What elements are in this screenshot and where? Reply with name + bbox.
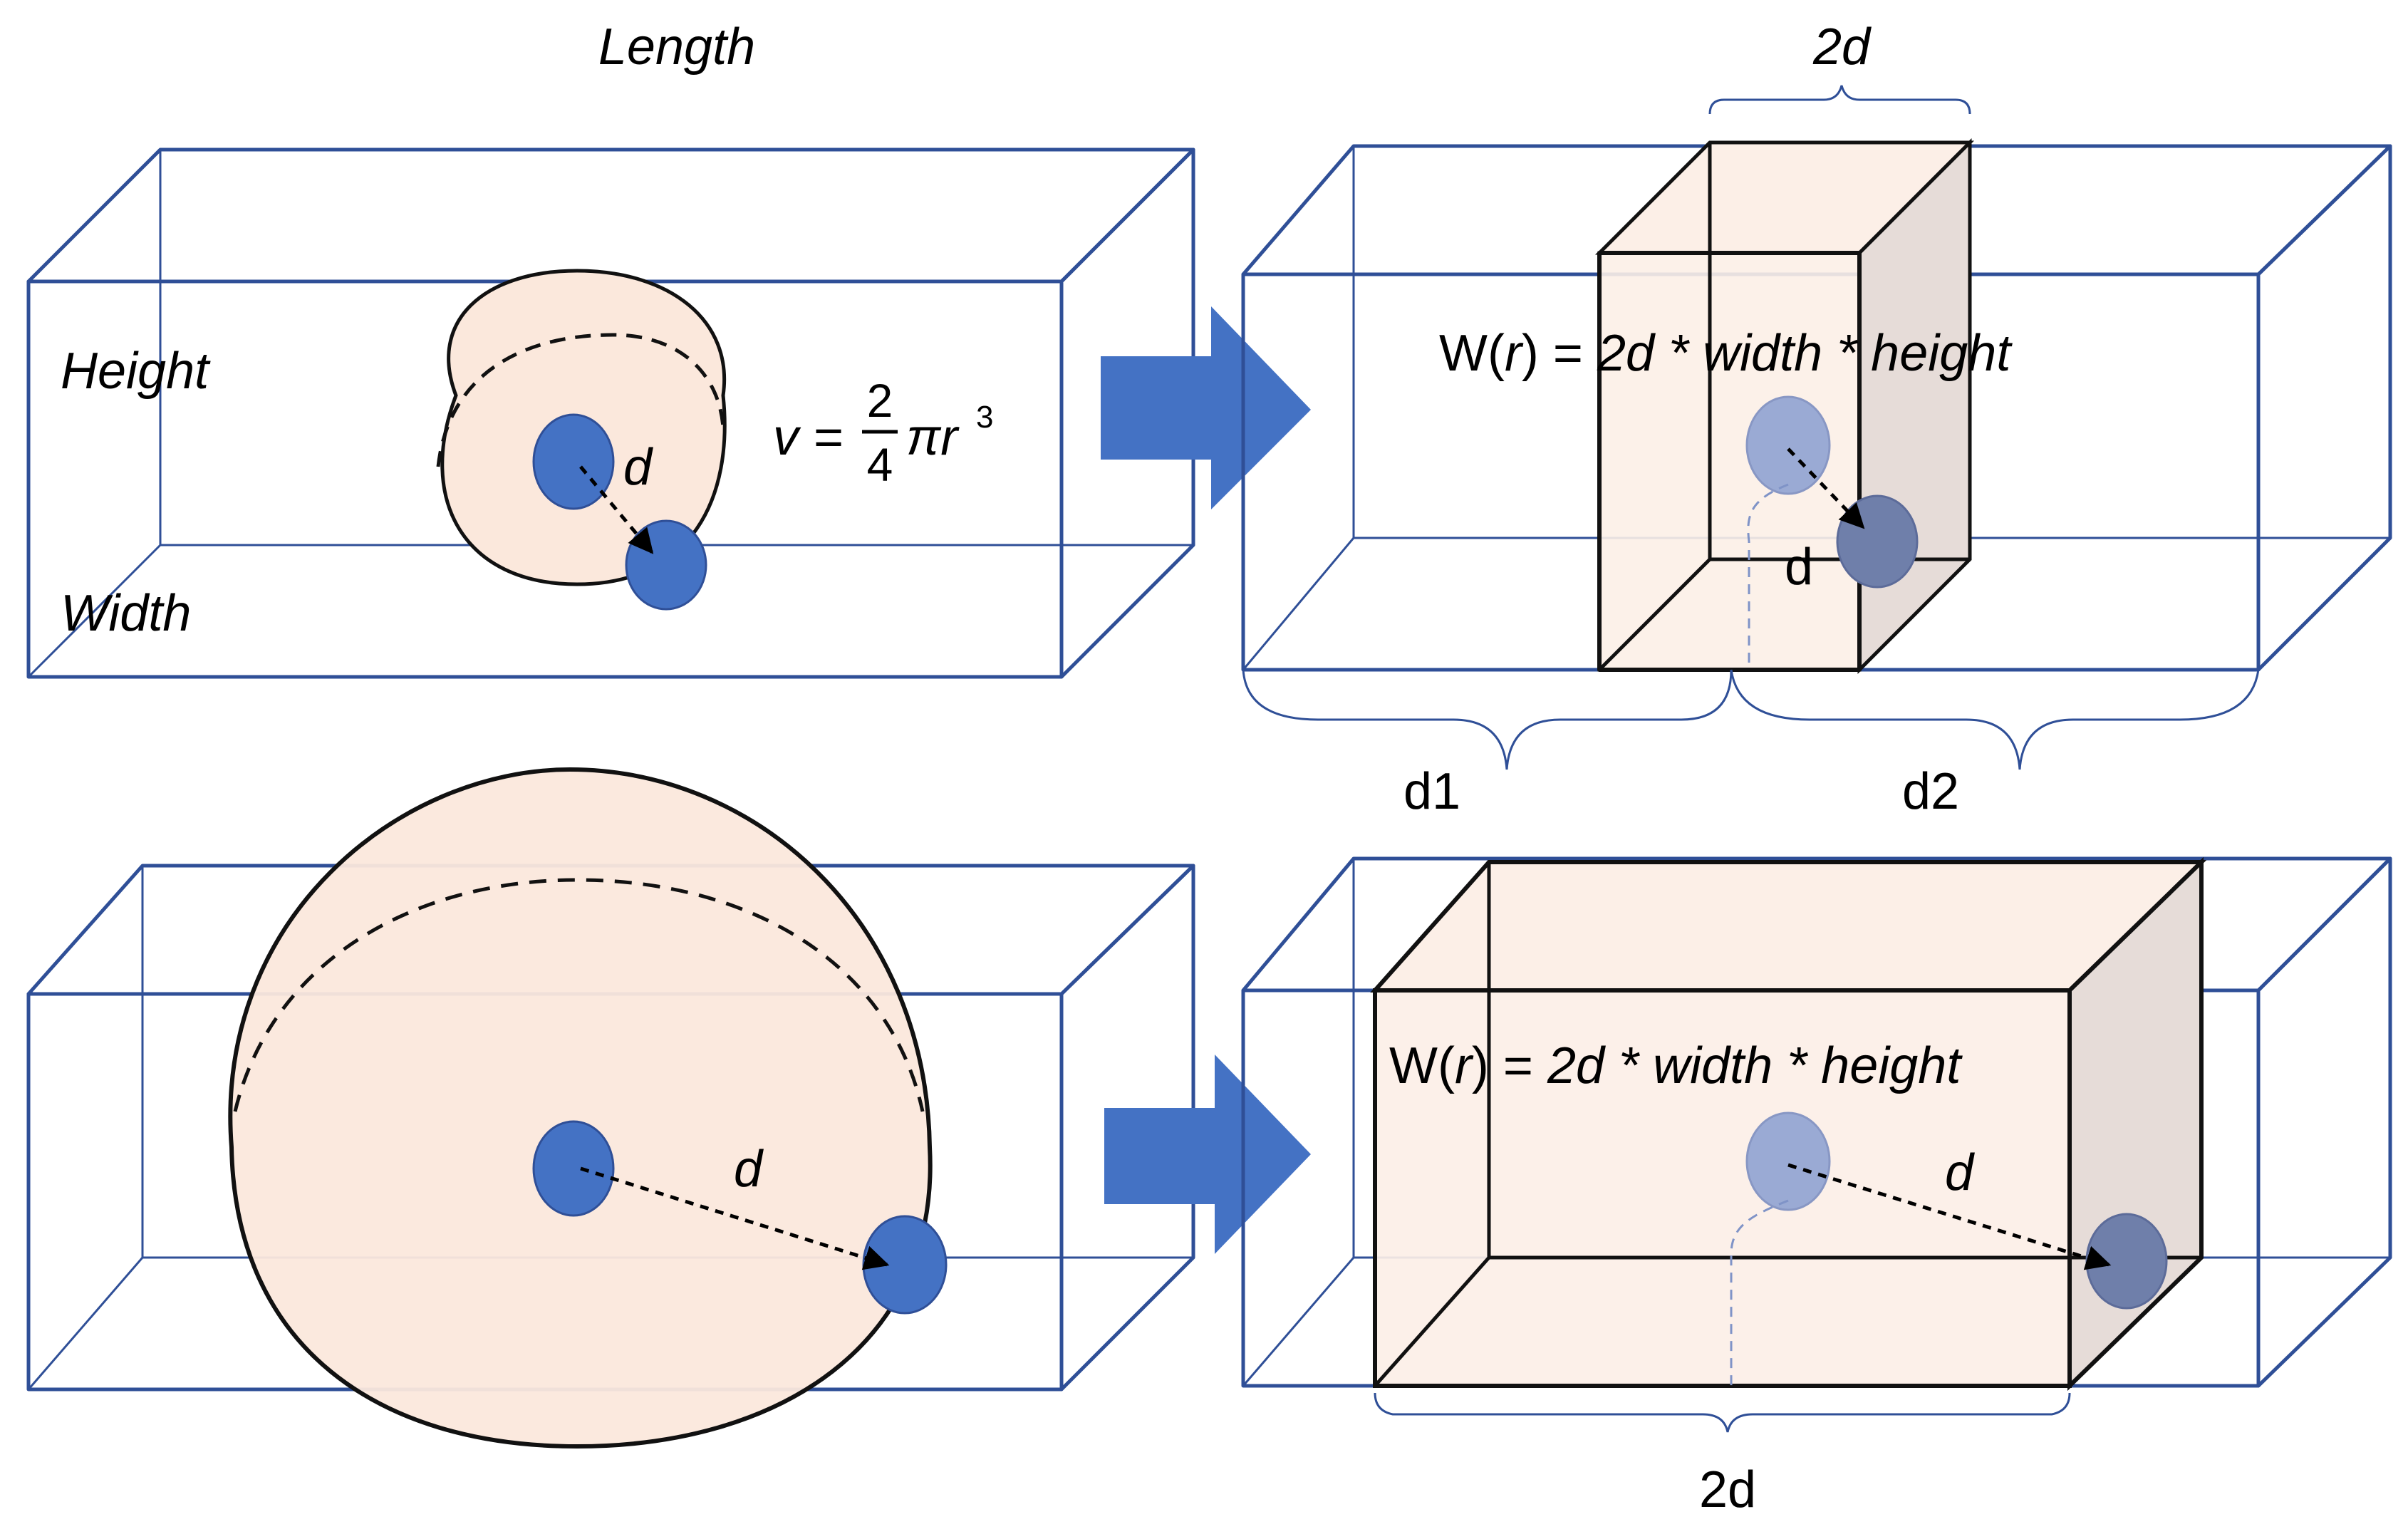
particle-center-faded-top [1745,395,1831,495]
label-length: Length [598,19,755,76]
distance-arrow-large [580,1166,890,1270]
particle-neighbor-large [862,1215,948,1315]
cuboid-top-left [26,147,1195,679]
panel-top-right: d W(r) = 2d * width * height 2d d1 d2 [1241,19,2392,820]
formula-rest: 2d * width * height [1597,325,2013,382]
panel-bottom-right: d W(r) = 2d * width * height 2d [1241,856,2392,1518]
brace-2d-bottom [1374,1392,2071,1433]
brace-2d-top [1708,85,1971,115]
particle-center-large [532,1120,615,1217]
label-d-bottom-right: d [1945,1144,1975,1201]
formula-r: r [1505,325,1524,382]
transform-arrow-bottom [1104,1054,1311,1254]
panel-bottom-left: d [26,767,1195,1449]
particle-neighbor-small [625,519,707,611]
label-d-large: d [734,1141,764,1198]
formula-volume-tail: πr [906,409,960,466]
label-2d-top: 2d [1812,19,1872,76]
formula-volume-denominator: 4 [867,438,893,491]
brace-d2 [1730,669,2260,770]
formula-w: W( [1439,325,1505,382]
distance-arrow-top-right [1787,447,1865,529]
label-height: Height [61,343,211,400]
panel-top-left: Length Height Width d v = 2 4 πr 3 [26,19,1195,679]
formula-window-bottom: W(r) = 2d * width * height [1389,1037,1963,1094]
particle-neighbor-dark-top [1836,494,1919,589]
label-d1: d1 [1403,763,1460,820]
distance-arrow-small [579,465,654,554]
label-width: Width [61,585,191,642]
projection-line-top [1747,483,1789,670]
particle-neighbor-dark-bottom [2085,1213,2168,1310]
particle-center-faded-bottom [1745,1112,1831,1211]
formula-eq: ) = [1522,325,1597,382]
sphere-large [228,767,933,1449]
formula-rest: 2d * width * height [1547,1037,1963,1094]
formula-r: r [1455,1037,1474,1094]
formula-eq: ) = [1472,1037,1547,1094]
label-2d-bottom: 2d [1699,1461,1756,1518]
brace-d1 [1242,669,1733,770]
label-d2: d2 [1902,763,1959,820]
formula-volume-lhs: v = [773,409,843,466]
formula-volume-numerator: 2 [867,374,893,427]
label-d-small: d [623,439,653,496]
formula-window-top: W(r) = 2d * width * height [1439,325,2013,382]
particle-center-small [532,413,615,510]
label-d-top-right: d [1785,539,1813,596]
svg-text:W(r) = 2d * width * height: W(r) = 2d * width * height [1389,1037,1963,1094]
formula-w: W( [1389,1037,1455,1094]
formula-volume: v = 2 4 πr 3 [773,374,993,491]
svg-text:W(r) = 2d * width * height: W(r) = 2d * width * height [1439,325,2013,382]
transform-arrow-top [1101,306,1311,509]
formula-volume-exponent: 3 [976,400,993,435]
